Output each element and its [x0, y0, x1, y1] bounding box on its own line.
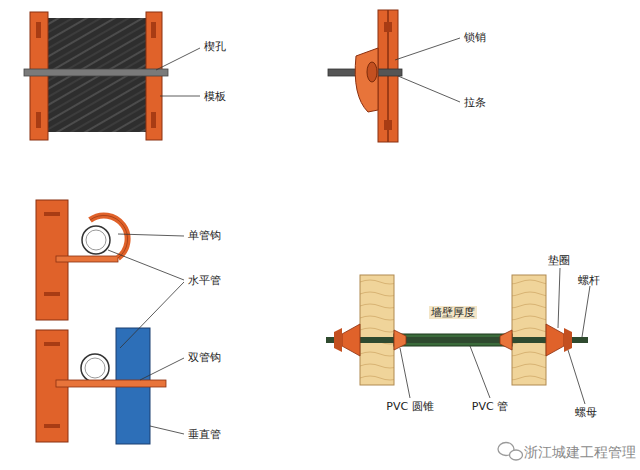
pipe-hook-detail — [36, 200, 184, 444]
part-label: 模板 — [204, 90, 226, 103]
watermark: 浙江城建工程管理 — [524, 444, 636, 460]
part-label: 拉条 — [464, 96, 486, 109]
lock-pin-detail — [328, 10, 460, 142]
part-label: PVC 圆锥 — [386, 400, 433, 413]
part-label: 垫圈 — [548, 254, 570, 267]
part-label: 螺母 — [575, 406, 597, 419]
dimension-label: 墙壁厚度 — [429, 306, 477, 319]
part-label: PVC 管 — [472, 400, 508, 413]
part-label: 锁销 — [464, 31, 486, 44]
watermark-icon — [498, 443, 523, 461]
tie-bolt-detail — [326, 268, 590, 404]
part-label: 垂直管 — [188, 428, 221, 441]
part-label: 螺杆 — [578, 274, 600, 287]
part-label: 楔孔 — [204, 40, 226, 53]
panel-detail — [24, 12, 200, 140]
part-label: 水平管 — [188, 274, 221, 287]
part-label: 双管钩 — [188, 351, 221, 364]
part-label: 单管钩 — [188, 229, 221, 242]
